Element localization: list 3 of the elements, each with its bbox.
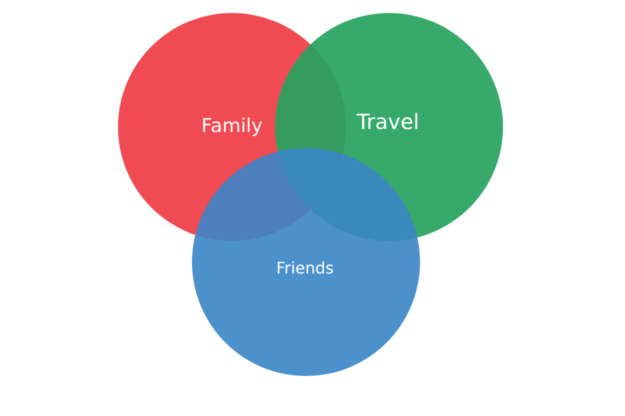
circle-label: Family [201, 115, 263, 137]
circle-label: Friends [276, 258, 334, 278]
circle-label: Travel [356, 110, 420, 134]
